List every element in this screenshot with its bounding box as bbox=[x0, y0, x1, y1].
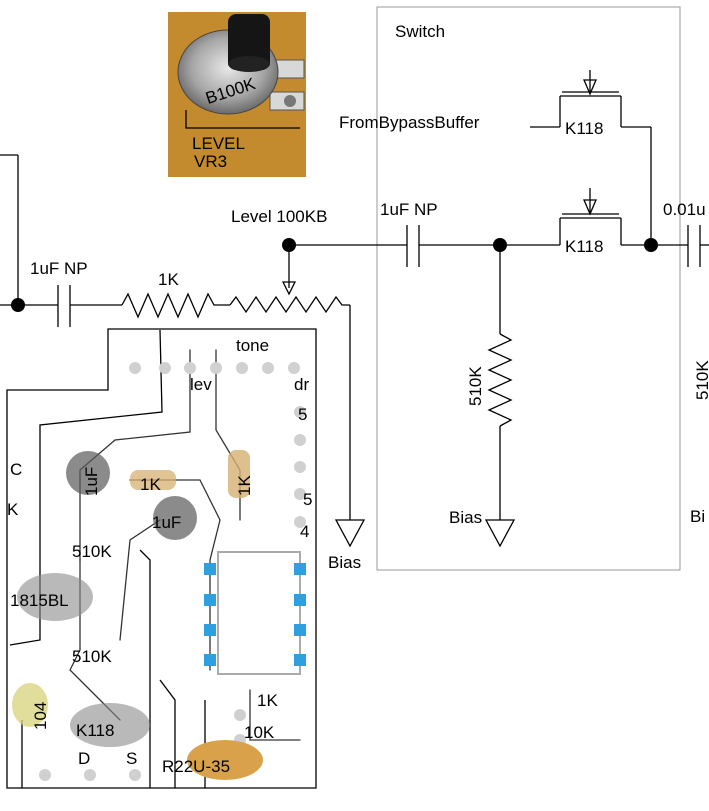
pcb-edge-5a: 5 bbox=[298, 405, 307, 424]
pcb-dr: dr bbox=[294, 375, 309, 394]
switch-title: Switch bbox=[395, 22, 445, 41]
pcb-res-1k-a: 1K bbox=[140, 475, 161, 494]
q-top-label: K118 bbox=[565, 119, 603, 138]
level-potentiometer bbox=[229, 295, 350, 314]
res-1k-label: 1K bbox=[158, 270, 179, 289]
junction-dot-input bbox=[11, 298, 25, 312]
pcb-pin-s: S bbox=[126, 749, 137, 768]
capacitor-right bbox=[687, 225, 709, 267]
pcb-cap-104: 104 bbox=[31, 702, 50, 730]
pcb-edge-4: 4 bbox=[300, 522, 309, 541]
input-wire bbox=[0, 154, 58, 312]
level-pot-photo: B100K LEVEL VR3 bbox=[168, 12, 306, 177]
pcb-photo: tone lev dr 1uF 1uF 1K 1K 510K 1815BL 51… bbox=[6, 328, 317, 789]
pot-silk-level: LEVEL bbox=[192, 134, 245, 153]
pcb-lev: lev bbox=[190, 375, 212, 394]
pcb-res-1k-b: 1K bbox=[235, 475, 254, 496]
capacitor-1uf-left bbox=[57, 285, 122, 327]
pcb-elko: R22U-35 bbox=[162, 757, 230, 776]
pcb-res-1k-c: 1K bbox=[257, 691, 278, 710]
bias-switch-label: Bias bbox=[449, 508, 482, 527]
pot-silk-vr3: VR3 bbox=[194, 152, 227, 171]
switch-box bbox=[376, 6, 681, 571]
pcb-tr-1815: 1815BL bbox=[10, 591, 69, 610]
pcb-res-10k: 10K bbox=[244, 723, 275, 742]
res-510k-label: 510K bbox=[466, 366, 485, 406]
cap-right-label: 0.01u bbox=[663, 200, 706, 219]
jfet-bottom bbox=[559, 188, 688, 246]
bias-level-label: Bias bbox=[328, 553, 361, 572]
bias-right-label: Bi bbox=[690, 507, 705, 526]
pcb-cap-1uf-a: 1uF bbox=[82, 467, 101, 496]
pcb-cap-1uf-b: 1uF bbox=[152, 513, 181, 532]
from-bypass-label: FromBypassBuffer bbox=[339, 113, 480, 132]
cap-left-label: 1uF NP bbox=[30, 259, 88, 278]
bias-symbol-switch bbox=[484, 519, 516, 548]
pcb-edge-5b: 5 bbox=[303, 490, 312, 509]
right-vertical-label: 510K bbox=[693, 360, 709, 400]
pcb-res-510k-a: 510K bbox=[72, 542, 112, 561]
pcb-edge-c: C bbox=[10, 460, 22, 479]
capacitor-1uf-mid bbox=[406, 225, 420, 267]
junction-dot-output bbox=[644, 238, 658, 252]
pcb-pin-d: D bbox=[78, 749, 90, 768]
q-bottom-label: K118 bbox=[565, 237, 603, 256]
resistor-1k bbox=[121, 292, 230, 319]
pcb-edge-k: K bbox=[7, 500, 19, 519]
pcb-res-510k-b: 510K bbox=[72, 647, 112, 666]
resistor-510k bbox=[487, 333, 513, 427]
pcb-tone: tone bbox=[236, 336, 269, 355]
level-pot-label: Level 100KB bbox=[231, 207, 327, 226]
jfet-top bbox=[530, 70, 651, 128]
bias-symbol-level bbox=[334, 519, 366, 548]
pcb-jfet: K118 bbox=[76, 721, 114, 740]
cap-mid-label: 1uF NP bbox=[380, 200, 438, 219]
